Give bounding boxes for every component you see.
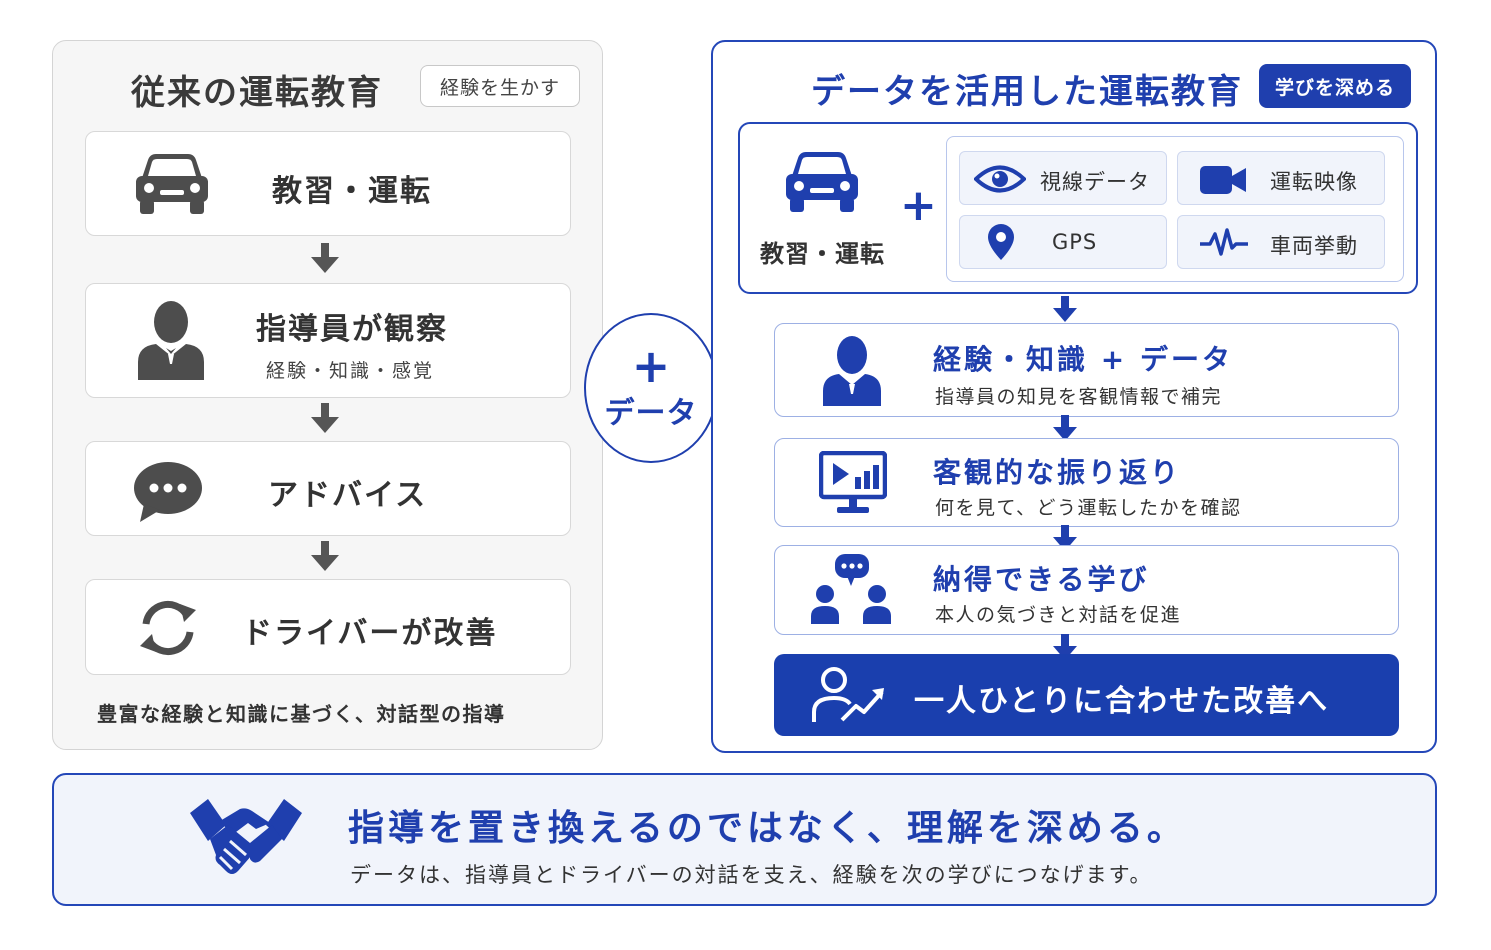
step-advice: アドバイス <box>85 441 571 536</box>
step-experience-plus-data: 経験・知識 + データ 指導員の知見を客観情報で補完 <box>774 323 1399 417</box>
step-driver-improves: ドライバーが改善 <box>85 579 571 675</box>
eye-icon <box>973 164 1027 198</box>
down-arrow-icon <box>1053 415 1077 447</box>
down-arrow-icon <box>1053 525 1077 557</box>
plus-data-badge: + データ <box>584 313 718 463</box>
location-pin-icon <box>988 224 1014 264</box>
plus-sign: + <box>900 180 937 231</box>
data-driven-education-panel: データを活用した運転教育 学びを深める 教習・運転 + <box>711 40 1437 753</box>
step-instructor-observes-sub: 経験・知識・感覚 <box>266 360 435 382</box>
step-advice-label: アドバイス <box>268 478 428 513</box>
individual-improvement-box: 一人ひとりに合わせた改善へ <box>774 654 1399 736</box>
instructor-icon <box>136 298 206 386</box>
step-convincing-learning-sub: 本人の気づきと対話を促進 <box>935 604 1182 626</box>
data-driven-title: データを活用した運転教育 <box>811 72 1243 112</box>
plus-sign: + <box>631 339 671 393</box>
down-arrow-icon <box>310 243 340 279</box>
individual-improvement-label: 一人ひとりに合わせた改善へ <box>914 684 1330 719</box>
step-objective-review-title: 客観的な振り返り <box>933 456 1182 489</box>
video-camera-icon <box>1200 166 1246 198</box>
step-instructor-observes-label: 指導員が観察 <box>256 312 448 347</box>
chip-gaze-data: 視線データ <box>959 151 1167 205</box>
summary-title: 指導を置き換えるのではなく、理解を深める。 <box>348 808 1187 849</box>
data-inputs-driving-label: 教習・運転 <box>760 240 885 268</box>
dialogue-icon <box>811 554 891 630</box>
traditional-education-panel: 従来の運転教育 経験を生かす 教習・運転 <box>52 40 603 750</box>
chip-gps: GPS <box>959 215 1167 269</box>
pulse-icon <box>1200 226 1248 262</box>
down-arrow-icon <box>1053 634 1077 666</box>
step-experience-plus-data-sub: 指導員の知見を客観情報で補完 <box>935 386 1223 408</box>
step-experience-plus-data-title: 経験・知識 + データ <box>933 343 1233 376</box>
traditional-title: 従来の運転教育 <box>131 73 383 113</box>
chip-gps-label: GPS <box>1052 230 1098 254</box>
summary-banner: 指導を置き換えるのではなく、理解を深める。 データは、指導員とドライバーの対話を… <box>52 773 1437 906</box>
monitor-chart-icon <box>818 450 888 521</box>
speech-bubble-icon <box>132 460 204 528</box>
step-driving-lesson-label: 教習・運転 <box>272 174 432 209</box>
instructor-icon <box>821 334 883 412</box>
data-inputs-box: 教習・運転 + 視線データ <box>738 122 1418 294</box>
chip-gaze-data-label: 視線データ <box>1040 170 1150 194</box>
data-driven-tag: 学びを深める <box>1259 64 1411 108</box>
chip-driving-video-label: 運転映像 <box>1270 170 1358 194</box>
chip-vehicle-behavior: 車両挙動 <box>1177 215 1385 269</box>
step-driving-lesson: 教習・運転 <box>85 131 571 236</box>
chip-vehicle-behavior-label: 車両挙動 <box>1270 234 1358 258</box>
refresh-icon <box>134 594 202 666</box>
traditional-tag: 経験を生かす <box>420 65 580 107</box>
down-arrow-icon <box>310 541 340 577</box>
step-convincing-learning: 納得できる学び 本人の気づきと対話を促進 <box>774 545 1399 635</box>
chip-driving-video: 運転映像 <box>1177 151 1385 205</box>
traditional-footer: 豊富な経験と知識に基づく、対話型の指導 <box>97 702 506 726</box>
car-icon <box>782 150 862 220</box>
down-arrow-icon <box>1053 296 1077 328</box>
person-growth-icon <box>812 666 886 728</box>
handshake-icon <box>190 795 302 889</box>
step-driver-improves-label: ドライバーが改善 <box>242 616 498 651</box>
data-sources-group: 視線データ 運転映像 <box>946 136 1404 282</box>
summary-sub: データは、指導員とドライバーの対話を支え、経験を次の学びにつなげます。 <box>350 863 1153 887</box>
step-objective-review-sub: 何を見て、どう運転したかを確認 <box>935 497 1242 519</box>
down-arrow-icon <box>310 403 340 439</box>
plus-data-label: データ <box>604 396 698 431</box>
car-icon <box>132 152 212 222</box>
step-instructor-observes: 指導員が観察 経験・知識・感覚 <box>85 283 571 398</box>
step-convincing-learning-title: 納得できる学び <box>933 563 1150 596</box>
step-objective-review: 客観的な振り返り 何を見て、どう運転したかを確認 <box>774 438 1399 527</box>
